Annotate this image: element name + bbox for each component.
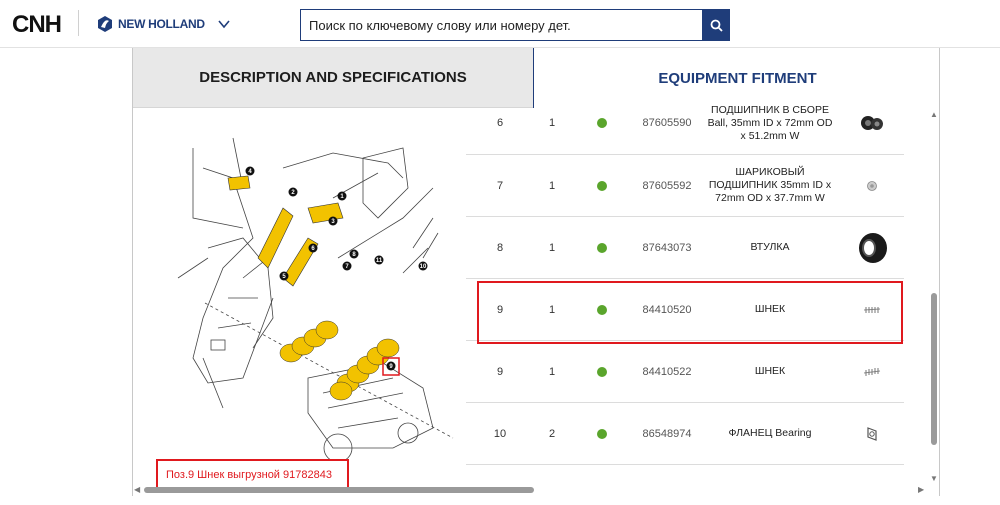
flange-icon[interactable] — [840, 426, 904, 442]
callout-5: 5 — [282, 274, 286, 280]
part-number[interactable]: 86548974 — [642, 427, 692, 440]
row-position: 8 — [496, 241, 504, 254]
part-description: ШНЕК — [754, 303, 786, 315]
parts-panel: DESCRIPTION AND SPECIFICATIONS EQUIPMENT… — [132, 48, 940, 496]
callout-8: 8 — [352, 252, 356, 258]
tab-description[interactable]: DESCRIPTION AND SPECIFICATIONS — [133, 48, 533, 108]
status-dot-icon — [597, 242, 607, 253]
table-row[interactable]: 9 1 84410520 ШНЕК — [466, 279, 904, 341]
row-position: 9 — [496, 365, 504, 378]
bushing-icon[interactable] — [840, 231, 904, 265]
row-quantity: 1 — [548, 365, 556, 378]
row-quantity: 1 — [548, 241, 556, 254]
status-dot-icon — [597, 118, 607, 128]
diagram-linework — [177, 137, 454, 463]
callout-6: 6 — [311, 246, 315, 252]
availability-status — [570, 304, 634, 315]
row-position: 7 — [496, 179, 504, 192]
row-quantity: 1 — [548, 117, 556, 129]
scroll-up-icon[interactable]: ▲ — [930, 110, 938, 119]
part-number[interactable]: 87605592 — [642, 179, 692, 192]
vertical-scroll-thumb[interactable] — [931, 293, 937, 445]
exploded-parts-diagram: 1 2 3 4 5 6 7 8 9 10 11 — [177, 137, 454, 463]
part-number[interactable]: 87643073 — [642, 241, 692, 254]
horizontal-scrollbar[interactable]: ◀ ▶ — [132, 484, 928, 496]
brand-name: NEW HOLLAND — [118, 17, 205, 31]
part-number[interactable]: 84410520 — [642, 303, 692, 316]
scroll-left-icon[interactable]: ◀ — [134, 485, 141, 494]
auger-icon[interactable] — [840, 306, 904, 314]
part-number[interactable]: 87605590 — [642, 117, 692, 129]
callout-4: 4 — [248, 169, 252, 175]
row-quantity: 1 — [548, 303, 556, 316]
scroll-right-icon[interactable]: ▶ — [918, 485, 925, 494]
new-holland-leaf-icon — [98, 16, 112, 32]
row-position: 6 — [496, 117, 504, 129]
availability-status — [570, 428, 634, 439]
callout-1: 1 — [340, 194, 344, 200]
diagram-callouts: 1 2 3 4 5 6 7 8 9 10 11 — [245, 166, 428, 376]
status-dot-icon — [597, 428, 607, 439]
part-number[interactable]: 84410522 — [642, 365, 692, 378]
callout-3: 3 — [331, 219, 335, 225]
row-position: 10 — [493, 427, 507, 440]
table-row[interactable]: 8 1 87643073 ВТУЛКА — [466, 217, 904, 279]
status-dot-icon — [597, 304, 607, 315]
table-row[interactable]: 9 1 84410522 ШНЕК — [466, 341, 904, 403]
horizontal-scroll-thumb[interactable] — [144, 487, 534, 493]
tab-equipment-fitment[interactable]: EQUIPMENT FITMENT — [533, 48, 939, 108]
availability-status — [570, 242, 634, 253]
top-bar: CNH NEW HOLLAND — [0, 0, 1000, 48]
availability-status — [570, 366, 634, 377]
auger-flights — [279, 320, 400, 401]
vertical-scrollbar[interactable]: ▲ ▼ — [928, 110, 940, 486]
diagram-caption: Поз.9 Шнек выгрузной 91782843 — [156, 459, 349, 491]
callout-11: 11 — [376, 258, 383, 264]
auger-icon[interactable] — [840, 367, 904, 376]
part-description: ФЛАНЕЦ Bearing — [728, 427, 812, 439]
scroll-down-icon[interactable]: ▼ — [930, 474, 938, 483]
brand-divider — [78, 10, 79, 36]
search-icon — [710, 19, 723, 32]
callout-7: 7 — [345, 264, 349, 270]
table-row[interactable]: 10 2 86548974 ФЛАНЕЦ Bearing — [466, 403, 904, 465]
status-dot-icon — [597, 366, 607, 377]
row-quantity: 2 — [548, 427, 556, 440]
auger-housing-parts — [227, 175, 344, 287]
cnh-logo[interactable]: CNH — [12, 11, 62, 38]
availability-status — [570, 180, 634, 191]
part-description: ШНЕК — [754, 365, 786, 377]
row-position: 9 — [496, 303, 504, 316]
brand-selector[interactable]: NEW HOLLAND — [96, 12, 231, 36]
search-button[interactable] — [703, 9, 730, 41]
callout-9: 9 — [389, 364, 393, 370]
callout-10: 10 — [420, 264, 427, 270]
bearing-assembly-icon[interactable] — [840, 114, 904, 132]
availability-status — [570, 118, 634, 128]
chevron-down-icon — [218, 20, 230, 29]
search-input[interactable] — [300, 9, 703, 41]
row-quantity: 1 — [548, 179, 556, 192]
ball-bearing-icon[interactable] — [840, 180, 904, 192]
status-dot-icon — [597, 180, 607, 191]
callout-2: 2 — [291, 190, 295, 196]
part-description: ВТУЛКА — [750, 241, 790, 253]
